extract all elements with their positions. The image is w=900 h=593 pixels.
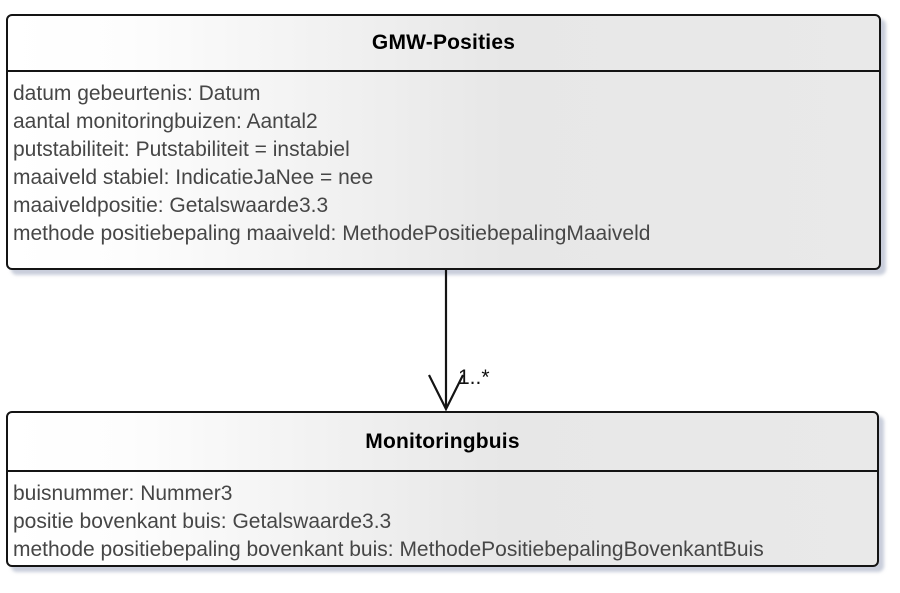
class-attributes-monitoringbuis: buisnummer: Nummer3 positie bovenkant bu… bbox=[8, 472, 877, 564]
attribute-row: datum gebeurtenis: Datum bbox=[13, 82, 261, 105]
class-header-monitoringbuis: Monitoringbuis bbox=[8, 413, 877, 472]
class-title-monitoringbuis: Monitoringbuis bbox=[365, 429, 520, 453]
attribute-row: methode positiebepaling maaiveld: Method… bbox=[13, 222, 651, 245]
attribute-row: aantal monitoringbuizen: Aantal2 bbox=[13, 110, 318, 133]
attribute-row: putstabiliteit: Putstabiliteit = instabi… bbox=[13, 138, 350, 161]
class-title-gmw-posities: GMW-Posities bbox=[371, 31, 516, 54]
attribute-row: maaiveldpositie: Getalswaarde3.3 bbox=[13, 194, 329, 217]
attribute-row: maaiveld stabiel: IndicatieJaNee = nee bbox=[13, 166, 374, 189]
attribute-row: positie bovenkant buis: Getalswaarde3.3 bbox=[13, 510, 392, 533]
class-attributes-gmw-posities: datum gebeurtenis: Datum aantal monitori… bbox=[8, 72, 879, 248]
multiplicity-label: 1..* bbox=[458, 366, 490, 389]
class-box-monitoringbuis: Monitoringbuis buisnummer: Nummer3 posit… bbox=[6, 411, 879, 567]
class-header-gmw-posities: GMW-Posities bbox=[8, 16, 879, 72]
class-box-gmw-posities: GMW-Posities datum gebeurtenis: Datum aa… bbox=[6, 14, 881, 270]
attribute-row: buisnummer: Nummer3 bbox=[13, 482, 233, 505]
attribute-row: methode positiebepaling bovenkant buis: … bbox=[13, 538, 764, 561]
